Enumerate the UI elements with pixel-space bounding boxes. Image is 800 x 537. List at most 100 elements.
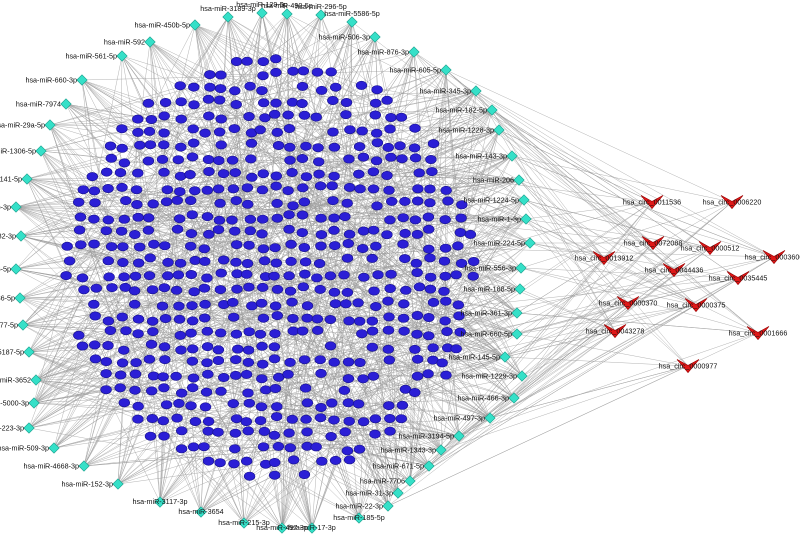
mrna-node[interactable] [427,139,440,149]
mrna-node[interactable] [328,142,341,152]
mrna-node[interactable] [381,171,393,181]
mrna-node[interactable] [88,186,101,196]
mrna-node[interactable] [313,258,326,268]
circrna-node[interactable] [616,296,640,311]
mrna-node[interactable] [284,155,296,165]
mirna-node[interactable] [511,307,523,319]
mrna-node[interactable] [287,66,299,76]
mrna-node[interactable] [176,388,188,398]
mrna-node[interactable] [409,153,422,163]
mrna-node[interactable] [199,313,211,323]
mrna-node[interactable] [367,184,380,194]
mrna-node[interactable] [214,285,227,295]
mrna-node[interactable] [269,383,282,393]
mrna-node[interactable] [288,455,300,465]
mrna-node[interactable] [143,126,156,136]
mrna-node[interactable] [284,357,296,367]
mrna-node[interactable] [243,112,255,122]
mrna-node[interactable] [204,82,216,92]
mrna-node[interactable] [343,455,356,465]
mrna-node[interactable] [296,81,309,91]
mrna-node[interactable] [312,143,324,153]
mrna-node[interactable] [271,284,284,294]
mrna-node[interactable] [244,226,257,236]
mrna-node[interactable] [212,225,225,235]
mrna-node[interactable] [398,299,410,309]
mrna-node[interactable] [230,196,243,206]
mrna-node[interactable] [411,268,423,278]
mrna-node[interactable] [142,225,155,235]
mrna-node[interactable] [242,388,254,398]
mrna-node[interactable] [315,368,327,378]
mrna-node[interactable] [411,310,424,320]
circrna-node[interactable] [592,251,616,266]
mrna-node[interactable] [400,285,412,295]
circrna-node[interactable] [698,241,722,256]
mrna-node[interactable] [371,201,383,211]
mrna-node[interactable] [162,271,174,281]
mrna-node[interactable] [212,184,225,194]
mrna-node[interactable] [73,330,85,340]
mrna-node[interactable] [366,342,378,352]
mrna-node[interactable] [147,327,159,337]
mrna-node[interactable] [366,316,378,326]
mrna-node[interactable] [328,213,340,223]
mrna-node[interactable] [132,114,144,124]
mrna-node[interactable] [116,182,128,192]
mrna-node[interactable] [423,244,435,254]
mrna-node[interactable] [371,128,383,138]
mrna-node[interactable] [116,124,128,134]
mrna-node[interactable] [187,316,199,326]
mrna-node[interactable] [301,301,314,311]
mrna-node[interactable] [118,398,131,408]
mrna-node[interactable] [170,371,182,381]
mrna-node[interactable] [339,212,351,222]
mrna-node[interactable] [255,298,268,308]
mrna-node[interactable] [175,97,187,107]
mrna-node[interactable] [385,113,397,123]
mrna-node[interactable] [89,354,102,364]
mrna-node[interactable] [371,85,383,95]
mrna-node[interactable] [301,427,313,437]
mrna-node[interactable] [372,270,384,280]
mrna-node[interactable] [424,253,436,263]
mrna-node[interactable] [116,143,128,153]
mrna-node[interactable] [132,314,145,324]
mrna-node[interactable] [158,128,170,138]
mrna-node[interactable] [270,258,282,268]
mrna-node[interactable] [386,196,398,206]
mrna-node[interactable] [175,114,187,124]
mrna-node[interactable] [114,370,127,380]
mrna-node[interactable] [396,154,408,164]
mrna-node[interactable] [198,283,211,293]
mrna-node[interactable] [399,228,411,238]
mrna-node[interactable] [382,142,394,152]
mrna-node[interactable] [256,341,268,351]
mrna-node[interactable] [340,299,352,309]
mrna-node[interactable] [256,86,268,96]
mirna-node[interactable] [493,124,505,136]
mrna-node[interactable] [254,329,267,339]
mrna-node[interactable] [257,313,270,323]
mrna-node[interactable] [187,442,200,452]
mrna-node[interactable] [114,383,126,393]
mrna-node[interactable] [229,168,242,178]
mrna-node[interactable] [342,398,354,408]
mrna-node[interactable] [100,357,113,367]
circrna-node[interactable] [603,324,627,339]
mirna-node[interactable] [195,506,207,518]
mrna-node[interactable] [423,224,435,234]
mrna-node[interactable] [399,196,411,206]
mrna-node[interactable] [441,326,453,336]
mrna-node[interactable] [243,327,255,337]
mrna-node[interactable] [231,284,243,294]
mrna-node[interactable] [104,141,117,151]
mrna-node[interactable] [408,143,421,153]
mrna-node[interactable] [188,287,200,297]
mrna-node[interactable] [186,301,198,311]
mrna-node[interactable] [423,312,435,322]
mrna-node[interactable] [269,301,282,311]
mrna-node[interactable] [382,325,395,335]
mrna-node[interactable] [310,442,322,452]
mrna-node[interactable] [353,169,365,179]
